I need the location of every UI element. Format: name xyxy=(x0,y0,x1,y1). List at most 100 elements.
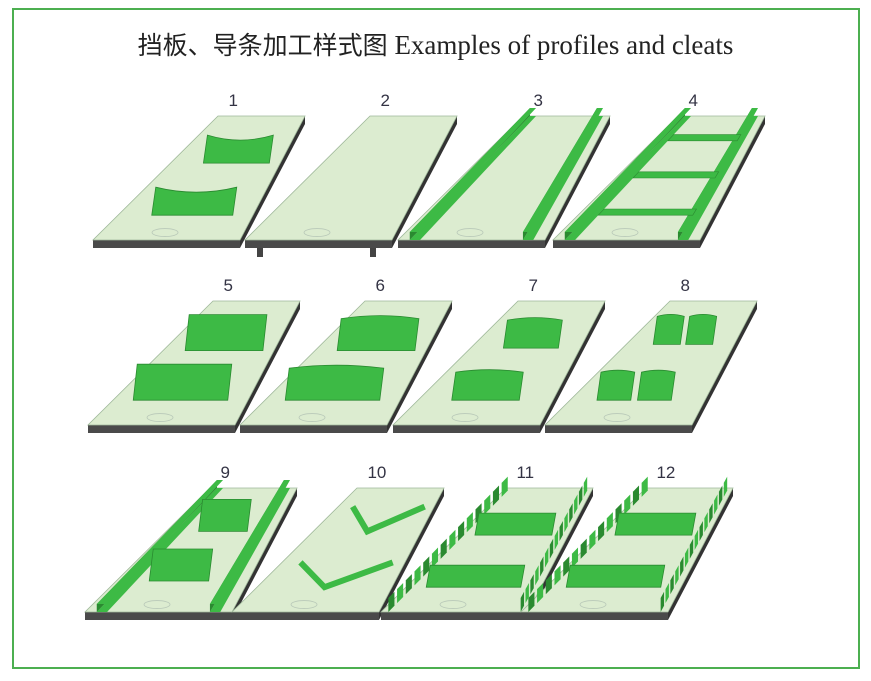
corrugated-sidewall xyxy=(501,476,508,497)
cleat xyxy=(502,317,563,349)
corrugated-sidewall xyxy=(578,485,583,506)
example-number: 9 xyxy=(220,463,229,482)
logo-mark xyxy=(611,228,639,237)
belt-side-edge xyxy=(700,116,765,248)
belt-front-edge xyxy=(85,612,232,620)
belt-surface xyxy=(397,115,611,241)
belt-front-edge xyxy=(553,240,700,248)
cleat xyxy=(284,364,385,401)
corrugated-sidewall xyxy=(583,476,588,497)
cleat xyxy=(184,314,268,351)
belt-front-edge xyxy=(545,425,692,433)
belt-surface xyxy=(244,115,458,241)
corrugated-sidewall xyxy=(540,556,544,577)
corrugated-sidewall xyxy=(632,485,640,506)
cleat xyxy=(451,369,524,401)
belt-side-edge xyxy=(392,116,457,248)
belt-front-edge xyxy=(232,612,379,620)
belt-example-10: 10 xyxy=(231,463,445,620)
belt-example-5: 5 xyxy=(87,276,301,433)
guide-leg xyxy=(257,248,263,257)
belt-front-edge xyxy=(398,240,545,248)
belt-example-9: 9 xyxy=(84,463,298,620)
cross-strip xyxy=(667,134,742,142)
logo-mark xyxy=(579,600,607,609)
corrugated-sidewall xyxy=(545,574,552,595)
cleat xyxy=(637,369,676,401)
belt-example-6: 6 xyxy=(239,276,453,433)
corrugated-sidewall xyxy=(569,503,573,524)
cleat xyxy=(148,548,214,582)
guide-strip-top xyxy=(564,108,692,232)
cleat xyxy=(151,186,238,216)
belt-example-1: 1 xyxy=(92,91,306,248)
cleat xyxy=(132,363,233,401)
corrugated-sidewall xyxy=(449,529,456,550)
cleat xyxy=(425,564,526,588)
corrugated-sidewall xyxy=(589,529,596,550)
belt-example-11: 11 xyxy=(380,463,594,620)
cleat xyxy=(596,369,636,401)
logo-mark xyxy=(298,413,326,422)
corrugated-sidewall xyxy=(397,582,404,604)
belt-side-edge xyxy=(379,488,444,620)
corrugated-sidewall xyxy=(549,538,554,559)
corrugated-sidewall xyxy=(440,538,447,559)
corrugated-sidewall xyxy=(414,565,421,586)
corrugated-sidewall xyxy=(563,556,570,577)
corrugated-sidewall xyxy=(466,512,473,533)
cross-strip xyxy=(597,208,697,216)
belt-side-edge xyxy=(540,301,605,433)
example-number: 11 xyxy=(516,463,534,482)
corrugated-sidewall xyxy=(606,512,613,533)
corrugated-sidewall xyxy=(492,485,500,506)
chevron-cleat xyxy=(350,503,426,536)
title-chinese: 挡板、导条加工样式图 xyxy=(137,31,388,60)
chevron-cleat xyxy=(298,559,394,591)
corrugated-sidewall xyxy=(718,485,723,506)
belt-front-edge xyxy=(245,240,392,248)
corrugated-sidewall xyxy=(520,591,525,612)
belt-example-12: 12 xyxy=(520,463,734,620)
corrugated-sidewall xyxy=(530,574,534,595)
corrugated-sidewall xyxy=(580,538,587,559)
corrugated-sidewall xyxy=(571,547,579,568)
corrugated-sidewall xyxy=(714,494,718,515)
guide-leg xyxy=(370,248,376,257)
corrugated-sidewall xyxy=(699,520,703,542)
belt-front-edge xyxy=(521,612,668,620)
corrugated-sidewall xyxy=(660,591,665,612)
logo-mark xyxy=(303,228,331,237)
corrugated-sidewall xyxy=(598,520,605,542)
corrugated-sidewall xyxy=(641,476,648,497)
corrugated-sidewall xyxy=(675,565,679,586)
corrugated-sidewall xyxy=(554,529,559,550)
page-title: 挡板、导条加工样式图 Examples of profiles and clea… xyxy=(0,26,871,62)
example-number: 8 xyxy=(680,276,689,295)
frame-border xyxy=(12,8,860,669)
corrugated-sidewall xyxy=(544,547,549,568)
belt-front-edge xyxy=(393,425,540,433)
belt-example-8: 8 xyxy=(544,276,758,433)
corrugated-sidewall xyxy=(388,591,395,612)
logo-mark xyxy=(451,413,479,422)
corrugated-sidewall xyxy=(684,547,689,568)
cleat xyxy=(652,314,685,345)
belt-example-4: 4 xyxy=(552,91,766,248)
belt-side-edge xyxy=(528,488,593,620)
corrugated-sidewall xyxy=(431,547,439,568)
corrugated-sidewall xyxy=(574,494,578,515)
corrugated-sidewall xyxy=(665,582,669,604)
corrugated-sidewall xyxy=(423,556,430,577)
example-number: 12 xyxy=(656,463,675,482)
corrugated-sidewall xyxy=(525,582,529,604)
example-number: 7 xyxy=(528,276,537,295)
logo-mark xyxy=(456,228,484,237)
example-number: 4 xyxy=(688,91,697,110)
corrugated-sidewall xyxy=(554,565,561,586)
cleat xyxy=(336,315,420,351)
belt-side-edge xyxy=(692,301,757,433)
example-number: 3 xyxy=(533,91,542,110)
guide-strip-top xyxy=(96,480,224,604)
